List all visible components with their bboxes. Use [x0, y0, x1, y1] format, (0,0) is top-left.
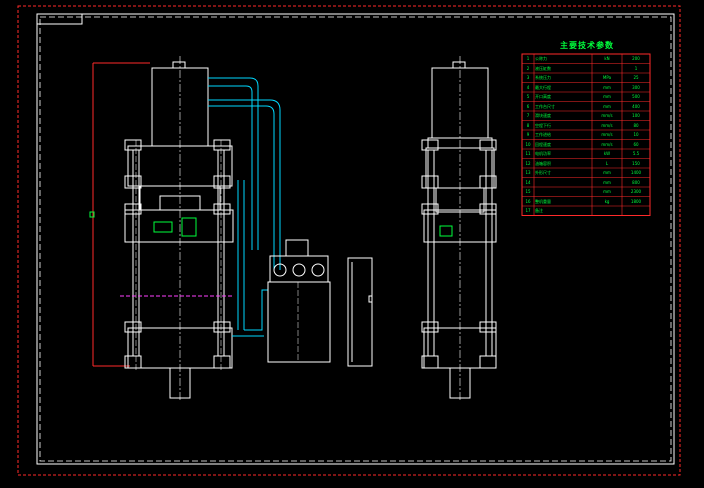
corner-box: [36, 13, 83, 25]
param-cell: 200: [632, 56, 640, 61]
param-cell: 6: [526, 103, 530, 109]
param-cell: mm: [603, 170, 611, 175]
electrical-cabinet: [347, 257, 373, 367]
param-table: [521, 53, 651, 216]
param-cell: 60: [633, 141, 639, 147]
param-cell: 300: [632, 84, 640, 90]
param-cell: 1: [526, 56, 530, 61]
param-cell: 电机功率: [535, 151, 551, 156]
param-cell: kW: [603, 151, 611, 156]
param-cell: mm: [603, 103, 611, 109]
outer-border: [17, 5, 681, 476]
param-cell: 滑块速度: [535, 113, 551, 118]
param-cell: 工作台尺寸: [535, 103, 555, 109]
param-cell: mm: [603, 189, 611, 194]
param-cell: 16: [525, 198, 531, 204]
param-cell: MPa: [602, 75, 612, 80]
param-cell: 10: [525, 141, 531, 147]
param-cell: kN: [604, 56, 610, 61]
param-table-title: 主要技术参数: [560, 41, 614, 50]
param-cell: 14: [525, 179, 531, 185]
param-cell: 1400: [630, 170, 642, 175]
param-cell: 工作进给: [535, 132, 551, 137]
param-cell: 11: [525, 151, 531, 156]
main-cylinder: [151, 67, 209, 147]
param-cell: 液压缸数: [535, 65, 551, 71]
param-cell: 2: [526, 65, 530, 71]
power-unit: [267, 239, 331, 363]
param-cell: mm/s: [601, 141, 613, 147]
param-cell: 400: [632, 103, 640, 109]
side-view: [421, 56, 497, 400]
param-cell: 9: [526, 132, 530, 137]
param-cell: 17: [525, 208, 531, 213]
param-cell: 1800: [630, 198, 642, 204]
hydraulic-piping: [208, 77, 281, 337]
param-cell: kg: [604, 198, 610, 204]
param-cell: 7: [526, 113, 530, 118]
param-cell: 10: [633, 132, 639, 137]
param-cell: 15: [525, 189, 531, 194]
param-cell: 2300: [630, 189, 642, 194]
param-cell: mm: [603, 84, 611, 90]
param-cell: mm: [603, 94, 611, 99]
param-cell: 25: [633, 75, 639, 80]
drawing-frame-inner: [39, 16, 672, 462]
param-cell: 空程下行: [535, 122, 551, 128]
param-cell: 整机重量: [535, 198, 551, 204]
param-cell: 80: [633, 122, 639, 128]
param-cell: 800: [632, 179, 640, 185]
param-cell: 3: [526, 75, 530, 80]
param-cell: 油箱容积: [535, 160, 551, 166]
param-cell: mm: [603, 179, 611, 185]
param-cell: mm/s: [601, 132, 613, 137]
param-cell: 5.5: [632, 151, 640, 156]
param-cell: 开口高度: [535, 94, 551, 99]
param-cell: mm/s: [601, 113, 613, 118]
param-cell: 系统压力: [535, 75, 551, 80]
param-cell: 备注: [535, 208, 543, 213]
drawing-frame: [36, 13, 675, 465]
param-cell: 外形尺寸: [535, 170, 551, 175]
param-cell: L: [605, 160, 609, 166]
param-cell: mm/s: [601, 122, 613, 128]
param-cell: 150: [632, 160, 640, 166]
param-cell: 最大行程: [535, 84, 551, 90]
param-cell: 13: [525, 170, 531, 175]
param-cell: 8: [526, 122, 530, 128]
param-cell: 500: [632, 94, 640, 99]
param-cell: 公称力: [535, 56, 547, 61]
param-cell: 100: [632, 113, 640, 118]
param-cell: 5: [526, 94, 530, 99]
param-cell: 回程速度: [535, 141, 551, 147]
param-cell: 12: [525, 160, 531, 166]
param-cell: 1: [634, 65, 638, 71]
param-cell: 4: [526, 84, 530, 90]
front-view: [89, 56, 234, 400]
